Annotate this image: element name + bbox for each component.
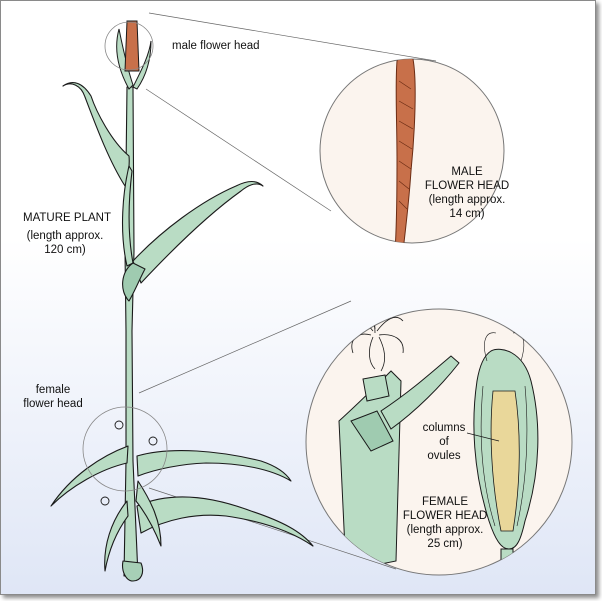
ovules-pointer-line xyxy=(466,432,500,442)
bottom-right-leaf xyxy=(136,496,314,547)
male-detail-circle xyxy=(319,58,505,244)
lower-right-leaf xyxy=(136,450,292,482)
label-male-detail: MALE FLOWER HEAD (length approx. 14 cm) xyxy=(424,166,510,220)
label-female-detail: FEMALE FLOWER HEAD (length approx. 25 cm… xyxy=(402,496,488,550)
label-mature-plant: MATURE PLANT (length approx. 120 cm) xyxy=(23,212,111,256)
male-flower-head-small xyxy=(116,20,152,90)
lower-left-leaf xyxy=(50,445,129,507)
label-male-flower-head: male flower head xyxy=(172,40,260,52)
mature-plant xyxy=(50,82,314,582)
bottom-left-leaf xyxy=(104,500,129,572)
female-flower-head-small xyxy=(100,420,158,506)
right-middle-leaf xyxy=(132,180,264,284)
label-female-flower-head: female flower head xyxy=(23,384,83,410)
female-detail-circle xyxy=(305,308,573,576)
male-flower-head-highlight-circle xyxy=(104,21,154,71)
upper-left-leaf xyxy=(62,82,130,187)
female-flower-head-highlight-circle xyxy=(82,406,168,492)
plant-illustration xyxy=(50,12,573,582)
label-columns-of-ovules: columns of ovules xyxy=(422,422,466,462)
